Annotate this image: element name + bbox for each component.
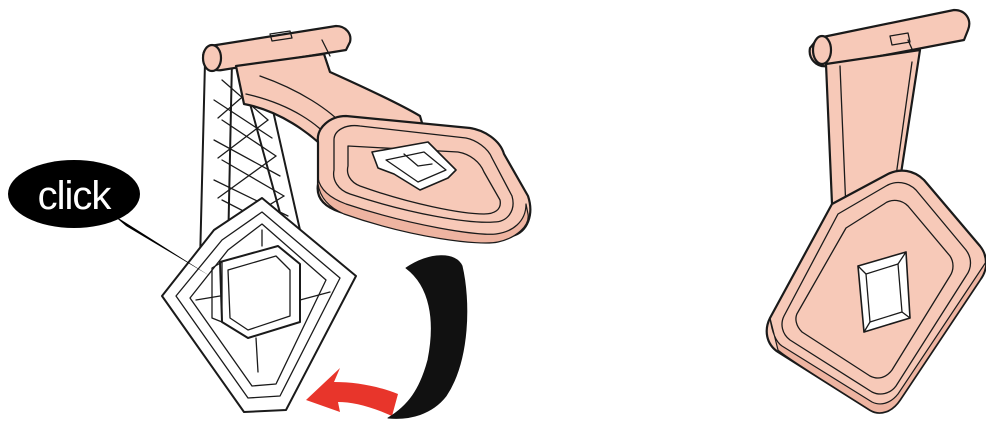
red-rotation-arrow bbox=[306, 368, 398, 416]
click-callout: click bbox=[8, 160, 210, 276]
callout-label: click bbox=[38, 174, 113, 218]
pink-part-standalone bbox=[767, 10, 986, 413]
black-rotation-band bbox=[388, 256, 467, 419]
